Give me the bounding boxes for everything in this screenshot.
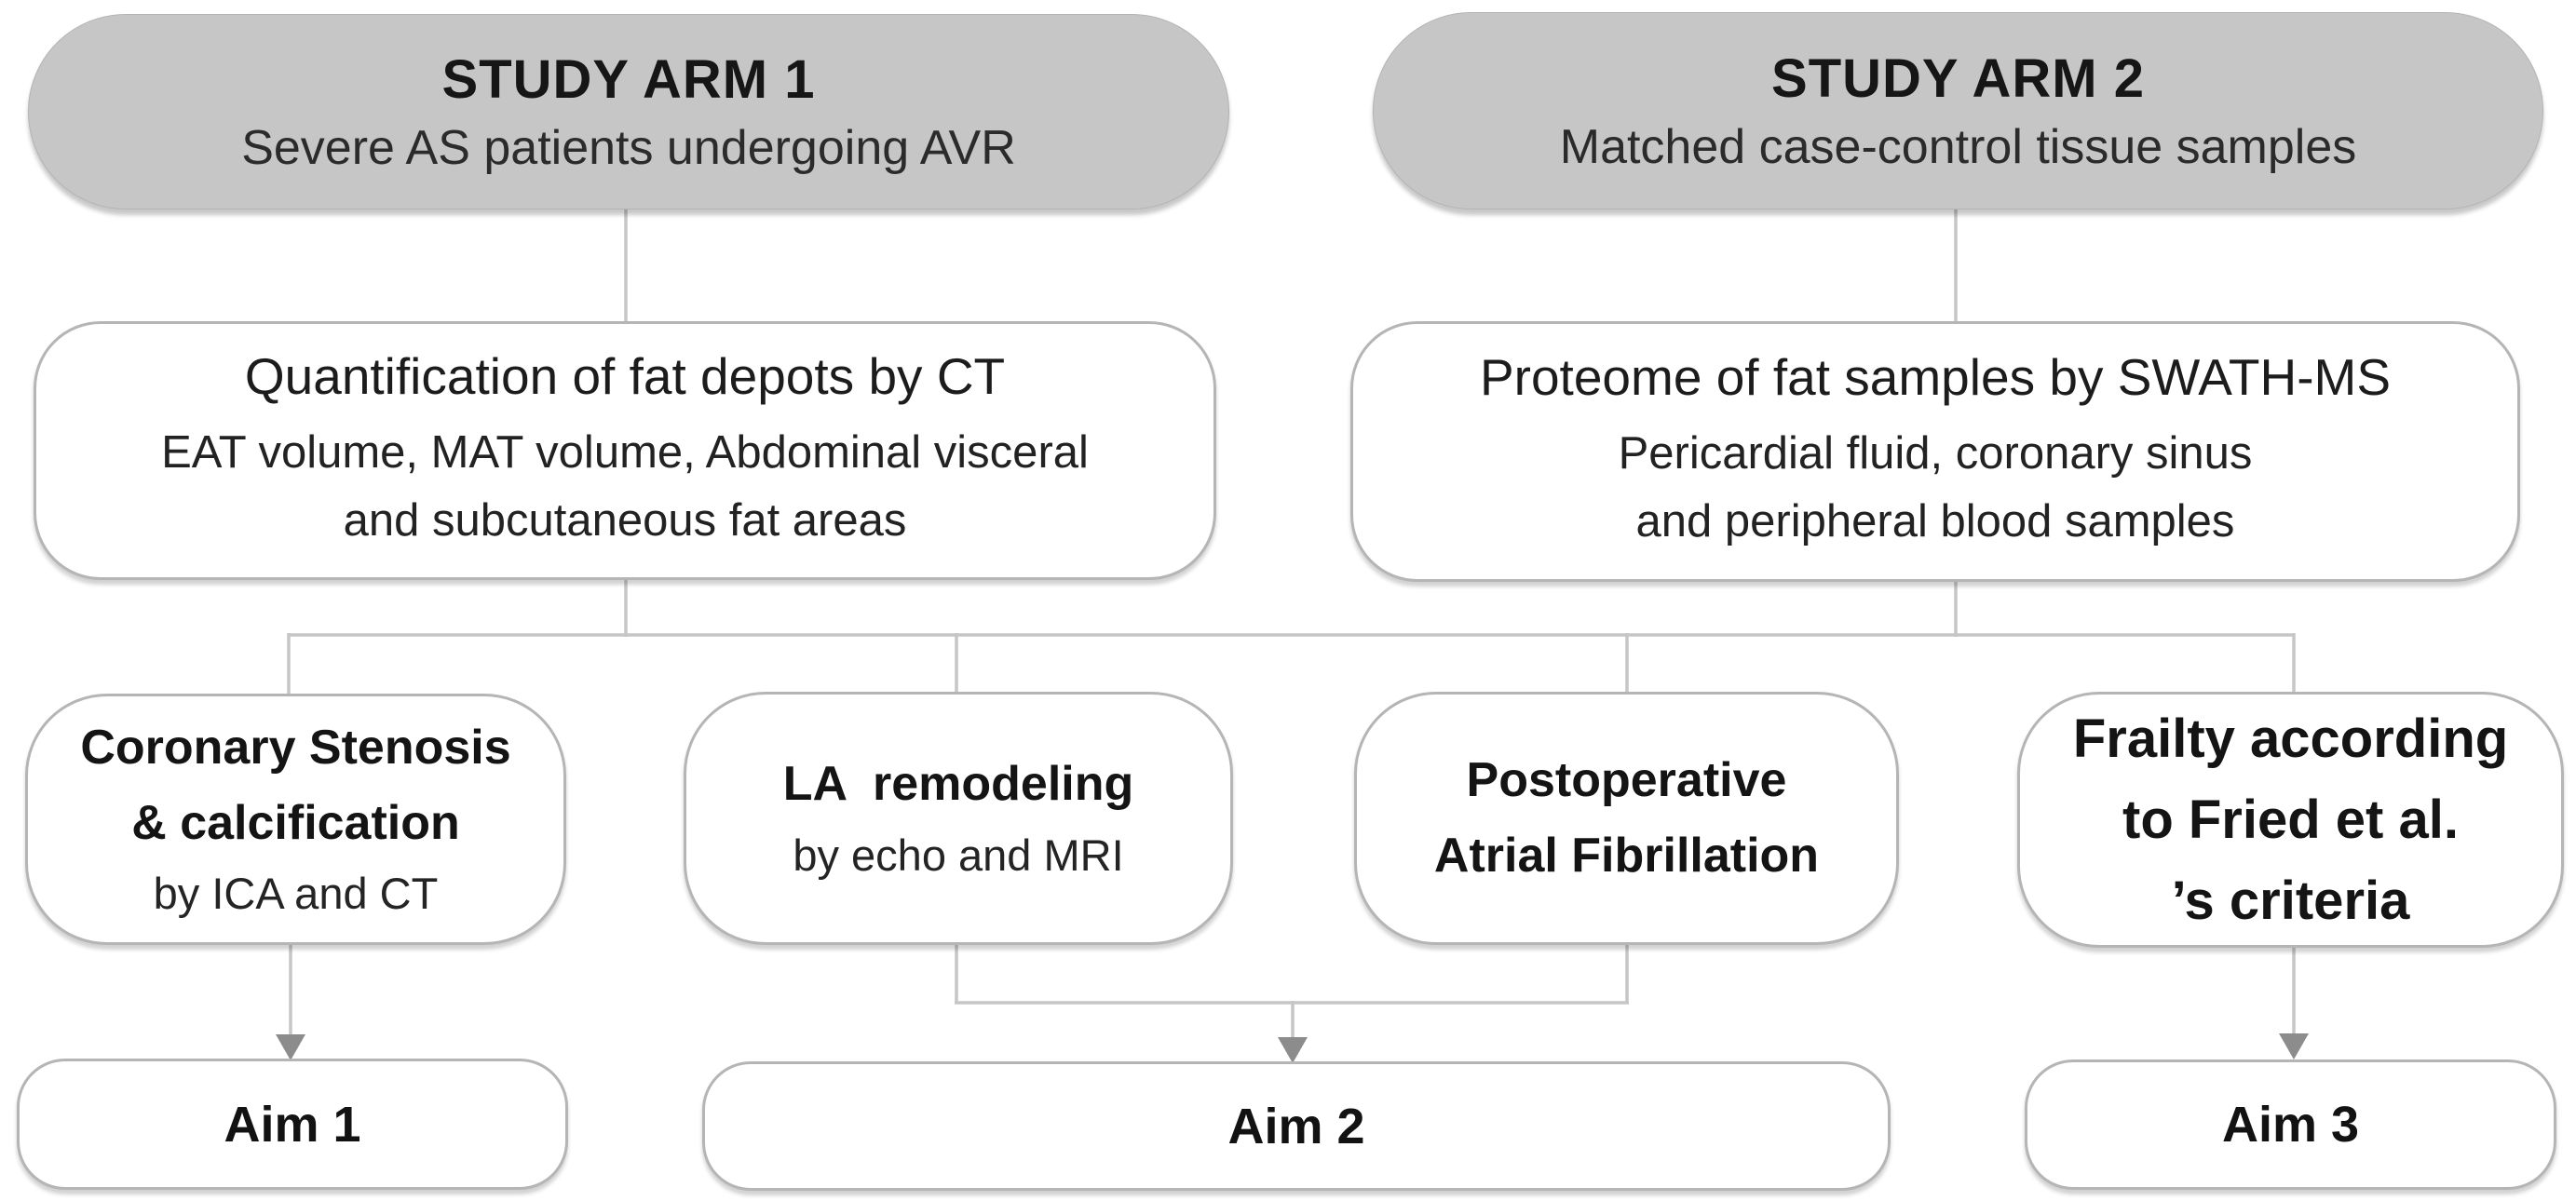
- outcome-frailty-box: Frailty according to Fried et al. ’s cri…: [2017, 692, 2564, 948]
- outcome-poaf-bold-1: Postoperative: [1466, 753, 1787, 808]
- outcome-la-bold: LA remodeling: [782, 757, 1134, 812]
- outcome-la-remodeling-box: LA remodeling by echo and MRI: [684, 692, 1233, 945]
- aim-1-label: Aim 1: [224, 1096, 361, 1153]
- method-ct-quantification-box: Quantification of fat depots by CT EAT v…: [34, 321, 1216, 580]
- arrow-down-icon: [2279, 1033, 2309, 1059]
- outcome-coronary-stenosis-box: Coronary Stenosis & calcification by ICA…: [25, 694, 566, 945]
- outcome-coronary-bold-1: Coronary Stenosis: [80, 720, 511, 775]
- method-proteome-title: Proteome of fat samples by SWATH-MS: [1479, 347, 2392, 406]
- outcome-frailty-bold-3: ’s criteria: [2171, 870, 2410, 931]
- outcome-coronary-sub: by ICA and CT: [153, 869, 439, 919]
- aim-2-label: Aim 2: [1227, 1098, 1365, 1154]
- aim-1-box: Aim 1: [17, 1059, 568, 1190]
- study-arm-1-title: STUDY ARM 1: [441, 48, 816, 110]
- method-ct-details: EAT volume, MAT volume, Abdominal viscer…: [161, 419, 1089, 556]
- outcome-coronary-bold-2: & calcification: [131, 795, 460, 850]
- study-arm-2-box: STUDY ARM 2 Matched case-control tissue …: [1373, 12, 2543, 209]
- method-ct-line-1: EAT volume, MAT volume, Abdominal viscer…: [161, 426, 1089, 478]
- aim-2-box: Aim 2: [702, 1061, 1891, 1191]
- method-proteome-details: Pericardial fluid, coronary sinus and pe…: [1619, 420, 2253, 557]
- method-proteome-box: Proteome of fat samples by SWATH-MS Peri…: [1350, 321, 2520, 582]
- method-proteome-line-2: and peripheral blood samples: [1635, 496, 2235, 547]
- study-arm-1-subtitle: Severe AS patients undergoing AVR: [241, 120, 1016, 175]
- study-arm-2-subtitle: Matched case-control tissue samples: [1559, 119, 2357, 174]
- arrow-down-icon: [1278, 1037, 1308, 1063]
- aim-3-label: Aim 3: [2221, 1097, 2360, 1153]
- arrow-down-icon: [276, 1034, 305, 1060]
- outcome-la-sub: by echo and MRI: [793, 830, 1124, 880]
- method-proteome-line-1: Pericardial fluid, coronary sinus: [1618, 427, 2253, 479]
- method-ct-line-2: and subcutaneous fat areas: [343, 495, 907, 546]
- aim-3-box: Aim 3: [2025, 1059, 2556, 1190]
- study-arm-2-title: STUDY ARM 2: [1771, 47, 2145, 109]
- outcome-frailty-bold-1: Frailty according: [2072, 708, 2509, 769]
- outcome-frailty-bold-2: to Fried et al.: [2122, 789, 2459, 850]
- outcome-poaf-bold-2: Atrial Fibrillation: [1433, 829, 1820, 883]
- study-arm-1-box: STUDY ARM 1 Severe AS patients undergoin…: [28, 14, 1229, 209]
- outcome-postop-afib-box: Postoperative Atrial Fibrillation: [1354, 692, 1899, 945]
- method-ct-title: Quantification of fat depots by CT: [244, 346, 1006, 405]
